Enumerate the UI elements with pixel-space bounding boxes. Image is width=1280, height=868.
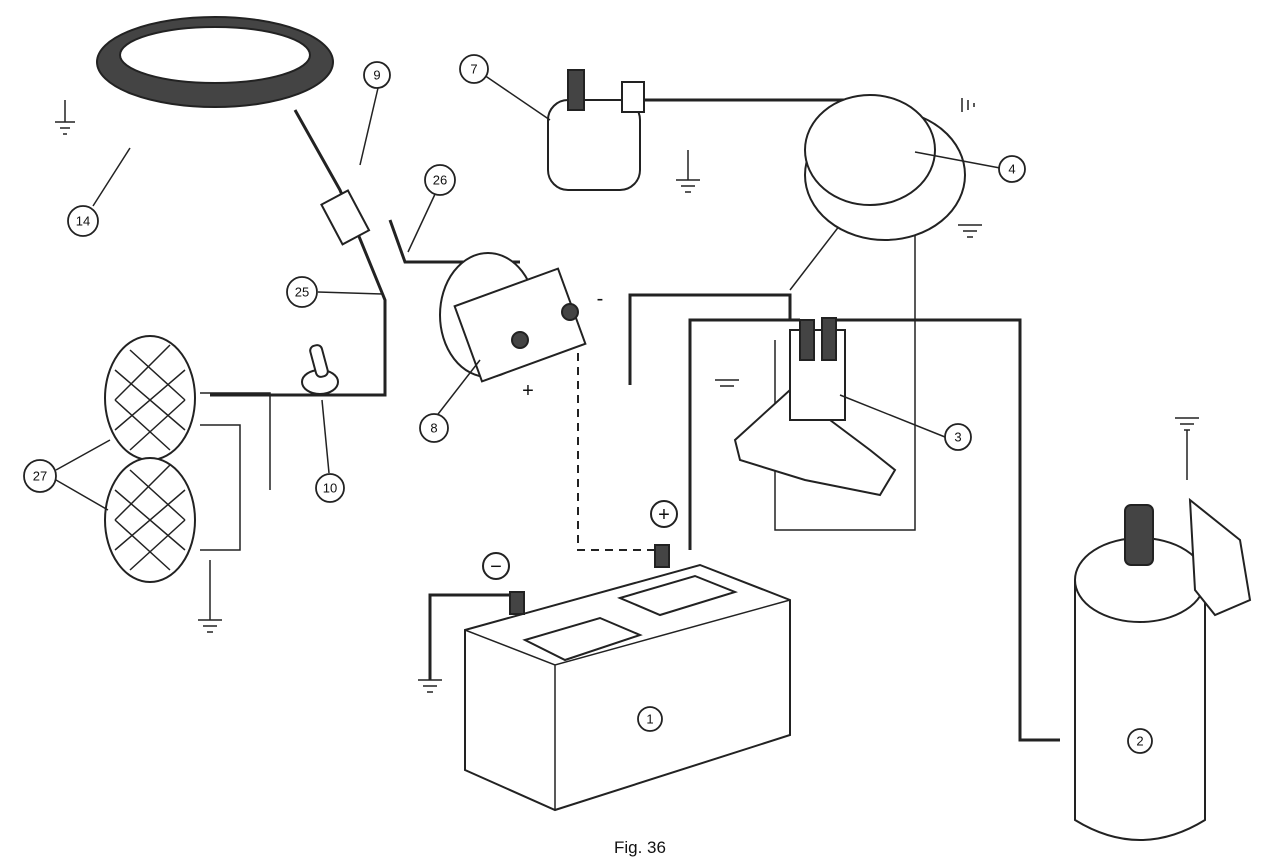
svg-text:+: +	[658, 504, 670, 526]
svg-text:3: 3	[954, 430, 961, 445]
light-switch	[301, 344, 339, 395]
leader-26	[407, 191, 437, 253]
leader-3	[839, 394, 946, 438]
figure-caption: Fig. 36	[614, 838, 666, 857]
callout-1: 1	[637, 706, 663, 732]
ground-symbol	[198, 619, 222, 633]
callout-27: 27	[23, 459, 57, 493]
callout-7: 7	[459, 54, 489, 84]
callout-2: 2	[1127, 728, 1153, 754]
ignition-switch	[804, 94, 966, 241]
wire-battery-positive-to-solenoid	[688, 318, 800, 550]
svg-text:25: 25	[295, 285, 309, 300]
svg-text:4: 4	[1008, 162, 1015, 177]
ground-symbol	[958, 224, 982, 238]
battery-minus-sign: −	[482, 552, 510, 580]
leader-25	[317, 291, 384, 295]
wire-headlight-upper	[200, 392, 271, 490]
ammeter-plus-sign: +	[522, 380, 534, 402]
wire-solenoid-to-starter	[830, 318, 1060, 742]
leader-4	[914, 151, 1001, 169]
svg-text:9: 9	[373, 68, 380, 83]
leader-27	[55, 439, 111, 511]
leader-8	[434, 359, 481, 419]
callout-25: 25	[286, 276, 318, 308]
callout-9: 9	[363, 61, 391, 89]
wire-ammeter-to-battery-dashed	[577, 325, 655, 551]
callout-8: 8	[419, 413, 449, 443]
ground-symbol	[418, 679, 442, 693]
wire-battery-negative-ground	[428, 593, 515, 680]
callout-10: 10	[315, 473, 345, 503]
solenoid	[733, 317, 897, 497]
leader-7	[483, 74, 551, 121]
ground-symbol	[55, 100, 75, 135]
headlight-upper	[104, 335, 196, 461]
callout-14: 14	[67, 205, 99, 237]
leader-14	[92, 147, 131, 207]
ammeter-minus-sign: -	[597, 288, 604, 310]
wire-stator-to-connector	[210, 109, 387, 397]
callout-3: 3	[944, 423, 972, 451]
ground-symbol	[1175, 417, 1199, 480]
callout-4: 4	[998, 155, 1026, 183]
starter-motor	[1074, 497, 1252, 841]
svg-text:14: 14	[76, 214, 90, 229]
ground-symbol	[961, 98, 975, 112]
callout-26: 26	[424, 164, 456, 196]
leader-10	[321, 399, 330, 474]
svg-text:10: 10	[323, 481, 337, 496]
battery-plus-sign: +	[650, 500, 678, 528]
svg-text:1: 1	[646, 712, 653, 727]
alternator-stator	[96, 16, 334, 108]
svg-text:8: 8	[430, 421, 437, 436]
svg-text:2: 2	[1136, 734, 1143, 749]
ammeter	[439, 252, 587, 383]
ground-symbol	[715, 379, 739, 387]
ignition-coil	[547, 69, 645, 191]
wire-ammeter-to-solenoid	[628, 293, 792, 385]
leader-9	[359, 87, 379, 166]
ground-symbol	[676, 150, 700, 193]
connector-9	[320, 189, 371, 246]
wire-headlight-lower	[200, 424, 241, 551]
svg-text:−: −	[490, 556, 502, 578]
headlight-lower	[104, 457, 196, 583]
battery	[464, 544, 791, 812]
svg-text:27: 27	[33, 469, 47, 484]
svg-text:26: 26	[433, 173, 447, 188]
svg-text:7: 7	[470, 62, 477, 77]
